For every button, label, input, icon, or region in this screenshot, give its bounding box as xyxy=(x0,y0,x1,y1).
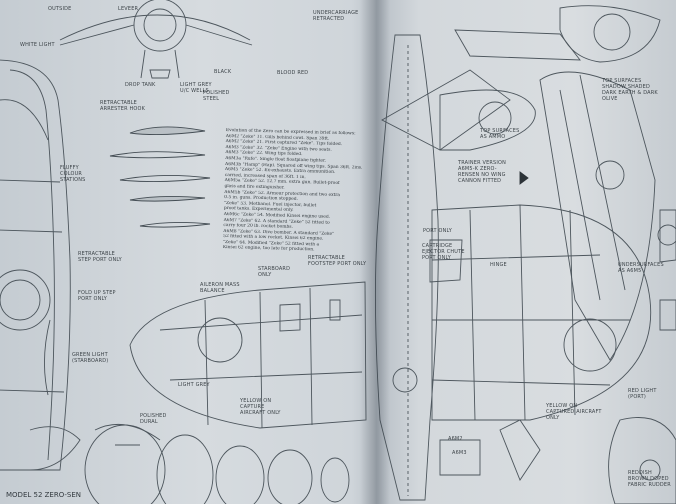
airfoil-sections xyxy=(109,126,211,228)
label-retractable-footstep: RETRACTABLE FOOTSTEP PORT ONLY xyxy=(308,255,367,267)
fuselage-top-view xyxy=(374,34,511,501)
evolution-notes: Evolution of the Zero can be expressed i… xyxy=(223,128,378,255)
label-fluffy-colour-stations: FLUFFY COLOUR STATIONS xyxy=(60,165,86,183)
label-yellow-captured-left: YELLOW ON CAPTURE AIRCRAFT ONLY xyxy=(240,398,281,416)
front-view xyxy=(59,0,253,79)
label-white-light: WHITE LIGHT xyxy=(20,42,55,48)
label-retractable-step: RETRACTABLE STEP PORT ONLY xyxy=(78,251,122,263)
label-yellow-captured-right: YELLOW ON CAPTURED AIRCRAFT ONLY xyxy=(546,403,602,421)
top-strip xyxy=(454,5,661,63)
label-cartridge-ejector: CARTRIDGE EJECTOR CHUTE PORT ONLY xyxy=(422,243,465,261)
fuselage-side-view xyxy=(0,59,71,471)
horizontal-stabilizer xyxy=(439,89,536,151)
label-red-light: RED LIGHT (PORT) xyxy=(628,388,657,400)
label-trainer-version: TRAINER VERSION A6M5-K ZERO-RENSEN NO WI… xyxy=(458,160,507,184)
label-outside: OUTSIDE xyxy=(48,6,72,12)
label-a6m2: A6M2 xyxy=(448,436,463,442)
wing-planform-left xyxy=(129,281,367,429)
label-polished-dural: POLISHED DURAL xyxy=(140,413,167,425)
plan-title: MODEL 52 ZERO-SEN xyxy=(6,491,82,499)
wing-planform-right xyxy=(429,204,652,421)
label-light-grey-uc-wells: LIGHT GREY U/C WELLS xyxy=(180,82,212,94)
page-gutter xyxy=(360,0,390,504)
tail-wheel-details xyxy=(439,417,676,504)
cross-sections xyxy=(29,423,350,504)
label-starboard-only: STARBOARD ONLY xyxy=(258,266,291,278)
label-leveer: LEVEER xyxy=(118,6,139,12)
label-undercarriage-retracted: UNDERCARRIAGE RETRACTED xyxy=(313,10,359,22)
label-a6m3: A6M3 xyxy=(452,450,467,456)
label-light-grey: LIGHT GREY xyxy=(178,382,210,388)
label-rudder-note: REDDISH BROWN DOPED FABRIC RUDDER xyxy=(628,470,671,488)
label-undersurfaces: UNDERSURFACES AS A6M5 xyxy=(618,262,664,274)
label-aileron-mass-balance: AILERON MASS BALANCE xyxy=(200,282,240,294)
direction-arrow xyxy=(519,171,529,185)
tail-side-view xyxy=(539,71,656,361)
label-polished-steel: POLISHED STEEL xyxy=(203,90,230,102)
label-port-only: PORT ONLY xyxy=(423,228,452,234)
label-green-light: GREEN LIGHT (STARBOARD) xyxy=(72,352,109,364)
label-top-surfaces-as-ammo: TOP SURFACES AS AMMO xyxy=(480,128,520,140)
landing-gear-side xyxy=(657,209,676,331)
label-black: BLACK xyxy=(214,69,232,75)
label-drop-tank: DROP TANK xyxy=(125,82,156,88)
label-blood-red: BLOOD RED xyxy=(277,70,309,76)
label-retractable-arrester-hook: RETRACTABLE ARRESTER HOOK xyxy=(100,100,146,112)
label-hinge: HINGE xyxy=(490,262,507,268)
label-fold-up-step: FOLD UP STEP PORT ONLY xyxy=(78,290,116,302)
label-top-surfaces-shadow: TOP SURFACES SHADOW SHADED DARK EARTH & … xyxy=(602,78,658,102)
